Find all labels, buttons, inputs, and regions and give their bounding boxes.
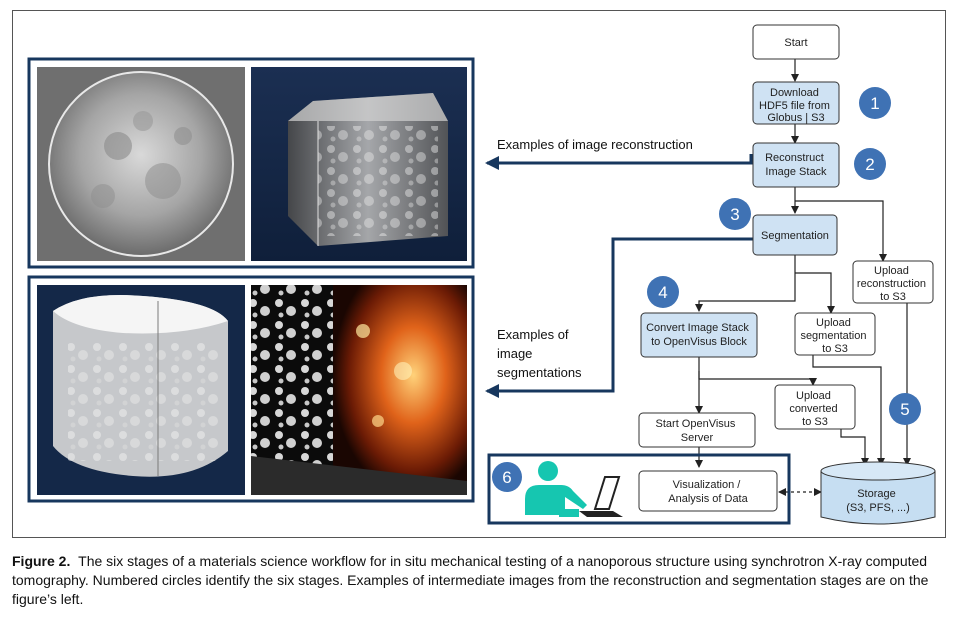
svg-text:Convert Image Stack to O: Convert Image Stack to OpenVisus Block: [646, 322, 752, 348]
badge-5: 5: [889, 393, 921, 425]
reconstruction-panel: [27, 57, 475, 269]
ct-slice-image: [37, 67, 245, 261]
svg-text:Download HDF5 file from: Download HDF5 file from Globus | S3: [759, 87, 833, 124]
svg-text:3: 3: [730, 205, 739, 224]
node-visualization[interactable]: Visualization / Analysis of Data: [638, 470, 778, 512]
node-upload-converted[interactable]: Upload converted to S3: [774, 384, 856, 430]
reconstruction-examples-label: Examples of image reconstruction: [497, 137, 693, 152]
caption-text: The six stages of a materials science wo…: [12, 553, 929, 607]
svg-text:Upload segmentation: Upload segmentation to S3: [800, 317, 869, 355]
svg-text:6: 6: [502, 468, 511, 487]
badge-6: 6: [492, 462, 522, 492]
node-start[interactable]: Start: [752, 24, 840, 60]
segmentation-volume-image: [37, 285, 245, 495]
segmentation-panel: [27, 275, 475, 503]
svg-text:Upload reconstruction: Upload reconstruction to S3: [857, 265, 929, 303]
reconstruction-pointer-arrow: [485, 154, 753, 170]
svg-text:Reconstruct Image Stack: Reconstruct Image Stack: [765, 152, 827, 178]
figure-frame: Examples of image reconstruction Example…: [12, 10, 946, 538]
figure-caption: Figure 2. The six stages of a materials …: [12, 552, 948, 609]
node-storage[interactable]: Storage (S3, PFS, ...): [820, 461, 936, 525]
segmentation-examples-label: Examples of image segmentations: [497, 327, 582, 380]
svg-text:Start: Start: [784, 37, 807, 49]
caption-label: Figure 2.: [12, 553, 71, 569]
flow-connectors: [695, 59, 911, 496]
svg-text:Upload converted t: Upload converted to S3: [789, 390, 840, 428]
svg-text:4: 4: [658, 283, 667, 302]
node-upload-segmentation[interactable]: Upload segmentation to S3: [794, 312, 876, 356]
node-convert[interactable]: Convert Image Stack to OpenVisus Block: [640, 312, 758, 358]
svg-text:Start OpenVisus Server: Start OpenVisus Server: [656, 418, 739, 444]
ct-volume-image: [251, 67, 467, 261]
segmentation-pointer-arrow: [485, 237, 753, 398]
svg-text:5: 5: [900, 400, 909, 419]
workflow-diagram: Examples of image reconstruction Example…: [27, 24, 936, 525]
stage6-panel: [487, 453, 791, 525]
node-reconstruct[interactable]: Reconstruct Image Stack: [752, 142, 840, 188]
svg-text:Visualization / Analysis: Visualization / Analysis of Data: [668, 479, 748, 505]
svg-text:Storage (S3, PFS, ...): Storage (S3, PFS, ...): [846, 488, 910, 514]
segmentation-heatmap-image: [251, 285, 467, 495]
node-segmentation[interactable]: Segmentation: [752, 214, 838, 256]
node-upload-reconstruction[interactable]: Upload reconstruction to S3: [852, 260, 934, 304]
svg-text:2: 2: [865, 155, 874, 174]
badge-1: 1: [859, 87, 891, 119]
person-at-laptop-icon: [525, 461, 623, 517]
node-start-openvisus[interactable]: Start OpenVisus Server: [638, 412, 756, 448]
badge-3: 3: [719, 198, 751, 230]
badge-4: 4: [647, 276, 679, 308]
svg-text:Segmentation: Segmentation: [761, 230, 829, 242]
badge-2: 2: [854, 148, 886, 180]
node-download[interactable]: Download HDF5 file from Globus | S3: [752, 81, 840, 125]
svg-text:1: 1: [870, 94, 879, 113]
